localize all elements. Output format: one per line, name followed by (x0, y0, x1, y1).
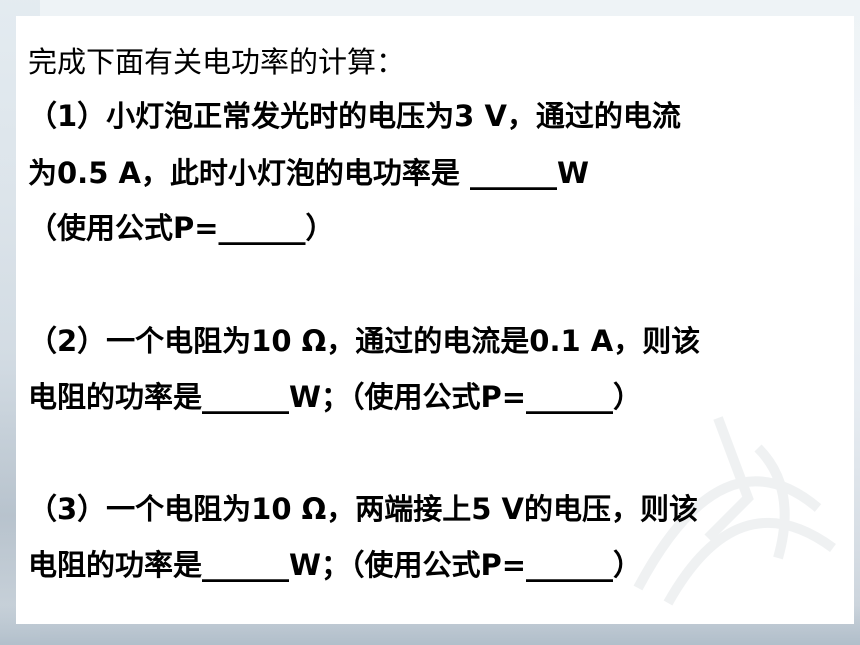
watermark-logo-icon (633, 416, 836, 606)
question-2-line-1: （2）一个电阻为10 Ω，通过的电流是0.1 A，则该 (28, 324, 701, 358)
intro-text: 完成下面有关电功率的计算： (28, 45, 406, 79)
question-3-line-2: 电阻的功率是______W；（使用公式P=______） (28, 548, 643, 582)
question-1-line-3: （使用公式P=______） (28, 211, 335, 245)
question-1-line-1: （1）小灯泡正常发光时的电压为3 V，通过的电流 (28, 99, 681, 133)
question-1-line-2: 为0.5 A，此时小灯泡的电功率是 ______W (28, 156, 589, 190)
content-panel: 完成下面有关电功率的计算： （1）小灯泡正常发光时的电压为3 V，通过的电流 为… (16, 16, 854, 624)
question-2-line-2: 电阻的功率是______W；（使用公式P=______） (28, 380, 643, 414)
question-3-line-1: （3）一个电阻为10 Ω，两端接上5 V的电压，则该 (28, 492, 699, 526)
